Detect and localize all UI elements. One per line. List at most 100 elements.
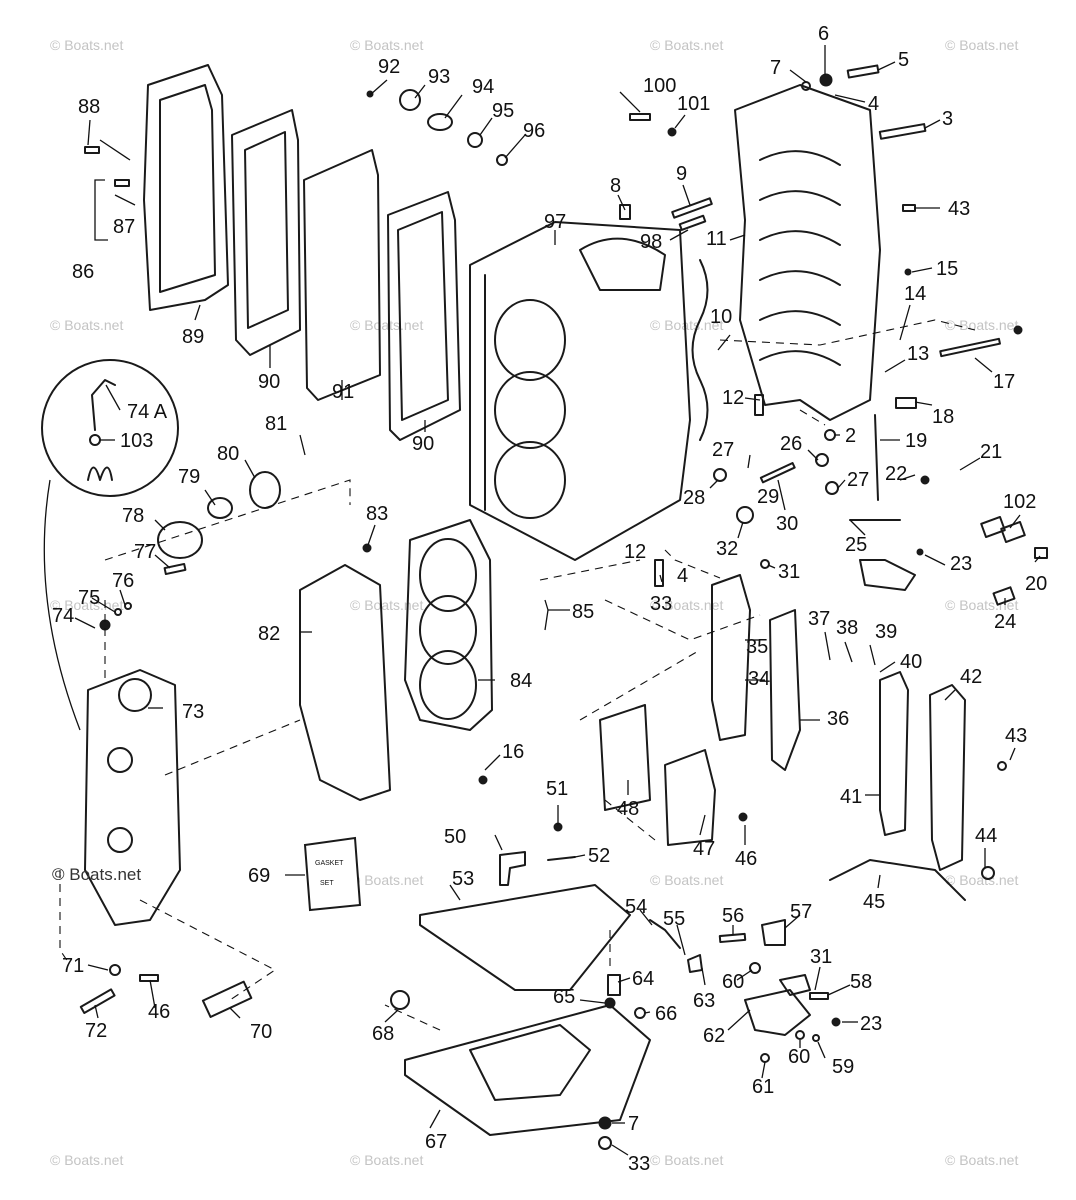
callout-52: 52: [588, 845, 610, 867]
front-cover-boss: [118, 678, 152, 712]
pin: [759, 462, 796, 484]
head-gasket-bore-1: [419, 538, 477, 612]
watermark: © Boats.net: [945, 872, 1018, 888]
gasket-set-box-label: GASKET: [315, 860, 344, 867]
bypass-cover: [769, 609, 801, 771]
callout-88: 88: [78, 96, 100, 118]
callout-64: 64: [632, 968, 654, 990]
clip: [825, 481, 839, 495]
throttle-cam: [744, 989, 811, 1036]
callout-79: 79: [178, 466, 200, 488]
callout-47: 47: [693, 838, 715, 860]
screw: [920, 475, 930, 485]
callout-55: 55: [663, 908, 685, 930]
clip: [713, 468, 727, 482]
front-cover-port-2: [107, 827, 133, 853]
watermark: © Boats.net: [650, 597, 723, 613]
plug: [1013, 325, 1023, 335]
watermark: © Boats.net: [945, 597, 1018, 613]
callout-23: 23: [860, 1013, 882, 1035]
watermark: © Boats.net: [945, 317, 1018, 333]
thermostat-cover: [157, 521, 203, 559]
spring: [809, 992, 829, 1000]
leader-lines: [43, 45, 1041, 1156]
plug: [362, 543, 372, 553]
callout-33: 33: [628, 1153, 650, 1175]
callout-81: 81: [265, 413, 287, 435]
front-cover-port-1: [107, 747, 133, 773]
temperature-sender: [201, 980, 253, 1018]
temp-switch-clip: [89, 434, 101, 446]
watermark: © Boats.net: [350, 872, 423, 888]
callout-98: 98: [640, 231, 662, 253]
bushing: [749, 962, 761, 974]
callout-100: 100: [643, 75, 676, 97]
callout-2: 2: [845, 425, 856, 447]
callout-8: 8: [610, 175, 621, 197]
clip: [824, 429, 836, 441]
nut: [598, 1136, 612, 1150]
screw: [139, 974, 159, 982]
temp-switch-wire: [91, 379, 116, 431]
callout-40: 40: [900, 651, 922, 673]
bracket: [687, 954, 703, 973]
washer: [124, 602, 132, 610]
cross-tube: [829, 859, 966, 901]
callout-82: 82: [258, 623, 280, 645]
watermark-layer: © Boats.net © Boats.net © Boats.net © Bo…: [50, 37, 1018, 1168]
callout-22: 22: [885, 463, 907, 485]
front-cover: [84, 669, 181, 926]
watermark: © Boats.net: [945, 1152, 1018, 1168]
callout-87: 87: [113, 216, 135, 238]
crankcase-bolt: [846, 64, 880, 79]
callout-102: 102: [1003, 491, 1036, 513]
ball-joint: [895, 397, 917, 409]
callout-27: 27: [712, 439, 734, 461]
callout-3: 3: [942, 108, 953, 130]
construction-lines: [59, 319, 976, 1031]
washer: [812, 1034, 820, 1042]
callout-60: 60: [788, 1046, 810, 1068]
callout-24: 24: [994, 611, 1016, 633]
cylinder-bore-2: [494, 371, 566, 449]
adapter-plate-opening: [469, 1024, 591, 1101]
callout-34: 34: [748, 668, 770, 690]
nut: [598, 1116, 612, 1130]
head-gasket: [404, 519, 493, 731]
callout-6: 6: [818, 23, 829, 45]
callout-66: 66: [655, 1003, 677, 1025]
adapter-plate: [404, 1004, 651, 1136]
screw: [604, 997, 616, 1009]
callout-37: 37: [808, 608, 830, 630]
callout-38: 38: [836, 617, 858, 639]
callout-4: 4: [868, 93, 879, 115]
watermark: © Boats.net: [650, 872, 723, 888]
callout-45: 45: [863, 891, 885, 913]
callout-78: 78: [122, 505, 144, 527]
callout-12: 12: [624, 541, 646, 563]
callout-67: 67: [425, 1131, 447, 1153]
callout-51: 51: [546, 778, 568, 800]
callout-89: 89: [182, 326, 204, 348]
callout-15: 15: [936, 258, 958, 280]
head-gasket-bore-2: [419, 595, 477, 665]
callout-35: 35: [746, 636, 768, 658]
callout-13: 13: [907, 343, 929, 365]
exhaust-cover-plate: [143, 64, 229, 311]
callout-5: 5: [898, 49, 909, 71]
washer: [819, 73, 833, 87]
callout-101: 101: [677, 93, 710, 115]
watermark: © Boats.net: [650, 37, 723, 53]
watermark: © Boats.net: [350, 37, 423, 53]
callout-63: 63: [693, 990, 715, 1012]
clip: [981, 866, 995, 880]
clamp: [992, 586, 1016, 606]
clamp: [980, 516, 1006, 538]
screw: [904, 268, 912, 276]
callout-57: 57: [790, 901, 812, 923]
bolt: [629, 113, 651, 121]
adapter-gasket: [419, 884, 631, 991]
dowel-pin: [619, 204, 631, 220]
stud: [754, 394, 764, 416]
callout-84: 84: [510, 670, 532, 692]
